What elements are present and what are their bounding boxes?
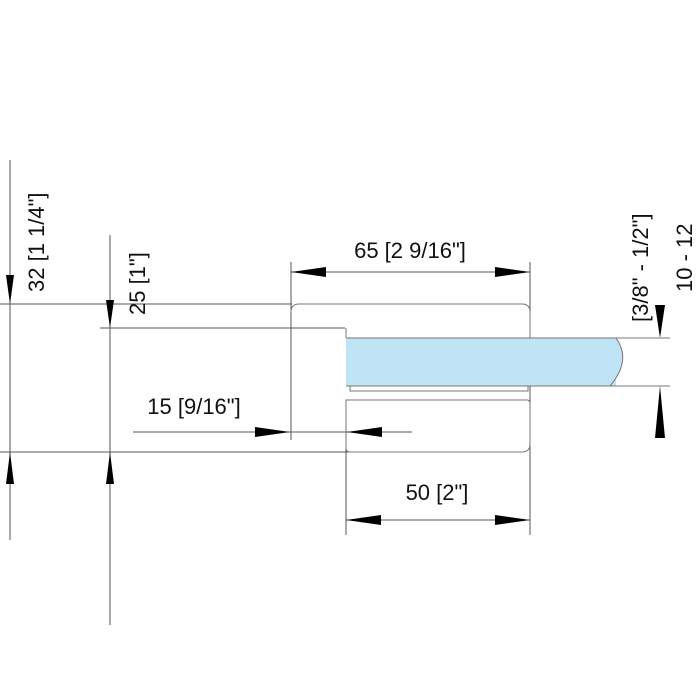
label-glass-thickness-mm: 10 - 12: [672, 224, 697, 293]
arrow-15-left: [255, 427, 290, 437]
gasket: [349, 385, 529, 392]
clamp-top-block: [290, 303, 531, 338]
label-total-height: 32 [1 1/4"]: [24, 192, 49, 292]
label-insert-depth: 15 [9/16"]: [147, 394, 240, 419]
arrow-25-top: [106, 300, 114, 328]
label-overall-width: 65 [2 9/16"]: [354, 238, 466, 263]
arrow-15-right: [347, 427, 382, 437]
arrow-50-right: [495, 515, 530, 525]
label-glass-thickness-in: [3/8" - 1/2"]: [628, 213, 653, 322]
label-inner-height: 25 [1"]: [125, 252, 150, 315]
arrow-50-left: [346, 515, 381, 525]
glass-break-edge: [609, 337, 624, 387]
glass-panel: [346, 338, 616, 386]
arrow-65-left: [291, 267, 326, 277]
arrow-32-bottom: [6, 452, 14, 484]
arrow-65-right: [495, 267, 530, 277]
arrow-25-bottom: [106, 452, 114, 484]
label-base-width: 50 [2"]: [406, 480, 469, 505]
arrow-thickness-top: [655, 305, 665, 338]
clamp-bottom-block: [345, 399, 531, 453]
arrow-32-top: [6, 275, 14, 304]
arrow-thickness-bottom: [655, 386, 665, 438]
